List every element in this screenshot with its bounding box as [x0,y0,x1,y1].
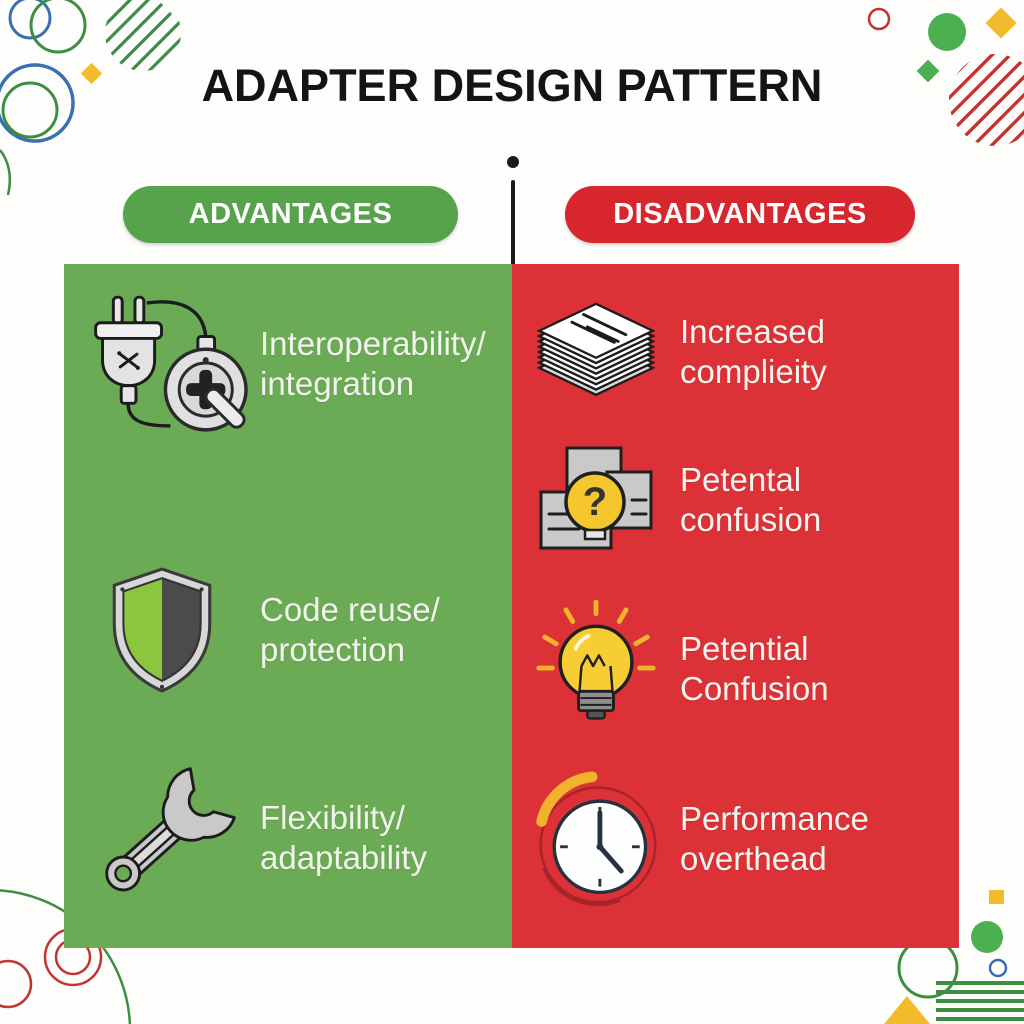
advantage-item-code-reuse: Code reuse/ protection [64,560,512,700]
plug-adapter-icon [94,295,248,432]
advantage-label-line: Flexibility/ [260,799,405,836]
question-glyph: ? [583,480,607,524]
lightbulb-icon [536,599,656,720]
advantage-label-line: adaptability [260,839,427,876]
disadvantage-label-line: complieity [680,353,827,390]
yellow-diamond [80,62,103,85]
disadvantage-label-line: Increased [680,313,825,350]
advantage-label-line: Code reuse/ [260,591,440,628]
wrench-icon [105,767,236,892]
advantage-label-line: Interoperability/ [260,325,486,362]
decor-top-left [0,0,181,196]
decor-top-right [867,7,1024,146]
advantages-panel: Interoperability/ integration Code reuse… [64,264,512,948]
disadvantage-item-confusion-1: ? Petental confusion [512,440,959,560]
advantage-label-line: integration [260,365,415,402]
advantages-header-pill: ADVANTAGES [123,186,458,243]
disadvantage-label-line: overthead [680,840,827,877]
disadvantages-header-label: DISADVANTAGES [613,198,867,230]
yellow-triangle [884,996,930,1024]
advantage-label-line: protection [260,631,405,668]
disadvantage-label-line: confusion [680,501,822,538]
disadvantage-label-line: Confusion [680,670,829,707]
advantage-item-flexibility: Flexibility/ adaptability [64,762,512,914]
decor-bottom-right [884,890,1024,1024]
shield-icon [112,567,212,693]
disadvantage-label-line: Petental [680,461,802,498]
disadvantage-item-performance: Performance overthead [512,769,959,909]
paper-stack-icon [536,302,656,397]
yellow-diamond [985,7,1017,39]
page-title: ADAPTER DESIGN PATTERN [201,60,823,111]
disadvantage-item-complexity: Increased complieity [512,296,959,408]
green-stripes [936,981,1024,1021]
disadvantage-item-confusion-2: Petential Confusion [512,594,959,744]
disadvantage-label-line: Petential [680,630,809,667]
clock-icon [536,771,657,907]
advantage-item-interoperability: Interoperability/ integration [64,288,512,440]
question-mark-icon: ? [539,446,653,550]
yellow-square [989,890,1004,904]
disadvantages-header-pill: DISADVANTAGES [565,186,915,243]
advantages-header-label: ADVANTAGES [188,198,393,230]
disadvantage-label-line: Performance [680,800,869,837]
disadvantages-panel: Increased complieity ? Petental confusio… [512,264,959,948]
divider-dot [507,156,519,168]
